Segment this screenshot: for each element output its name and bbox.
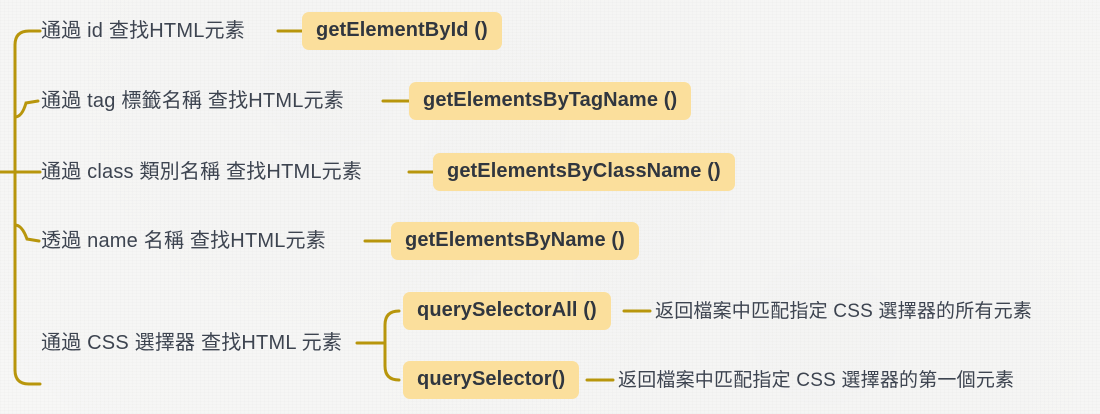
branch-label-by-name: 透過 name 名稱 查找HTML元素: [41, 230, 326, 252]
method-badge-query-selector-all[interactable]: querySelectorAll (): [403, 292, 611, 330]
method-badge-get-element-by-id[interactable]: getElementById (): [302, 12, 502, 50]
css-sub-bracket-lower: [383, 341, 401, 382]
trunk-branch-stub-4: [13, 223, 41, 243]
method-badge-get-elements-by-class-name[interactable]: getElementsByClassName (): [433, 153, 735, 191]
trunk-branch-stub-2: [13, 99, 40, 119]
description-query-selector: 返回檔案中匹配指定 CSS 選擇器的第一個元素: [618, 370, 1015, 391]
description-query-selector-all: 返回檔案中匹配指定 CSS 選擇器的所有元素: [655, 301, 1033, 322]
css-sub-bracket-upper: [383, 309, 401, 345]
method-badge-query-selector[interactable]: querySelector(): [403, 361, 580, 399]
branch-label-by-id: 通過 id 查找HTML元素: [41, 20, 245, 42]
branch-label-by-css-selector: 通過 CSS 選擇器 查找HTML 元素: [41, 332, 343, 354]
method-badge-get-elements-by-name[interactable]: getElementsByName (): [391, 222, 639, 260]
branch-label-by-tag-name: 通過 tag 標籤名稱 查找HTML元素: [41, 90, 344, 112]
branch-label-by-class-name: 通過 class 類別名稱 查找HTML元素: [41, 161, 363, 183]
trunk-branch-stub-1: [13, 29, 42, 47]
trunk-branch-stub-5: [13, 368, 42, 386]
method-badge-get-elements-by-tag-name[interactable]: getElementsByTagName (): [409, 82, 692, 120]
